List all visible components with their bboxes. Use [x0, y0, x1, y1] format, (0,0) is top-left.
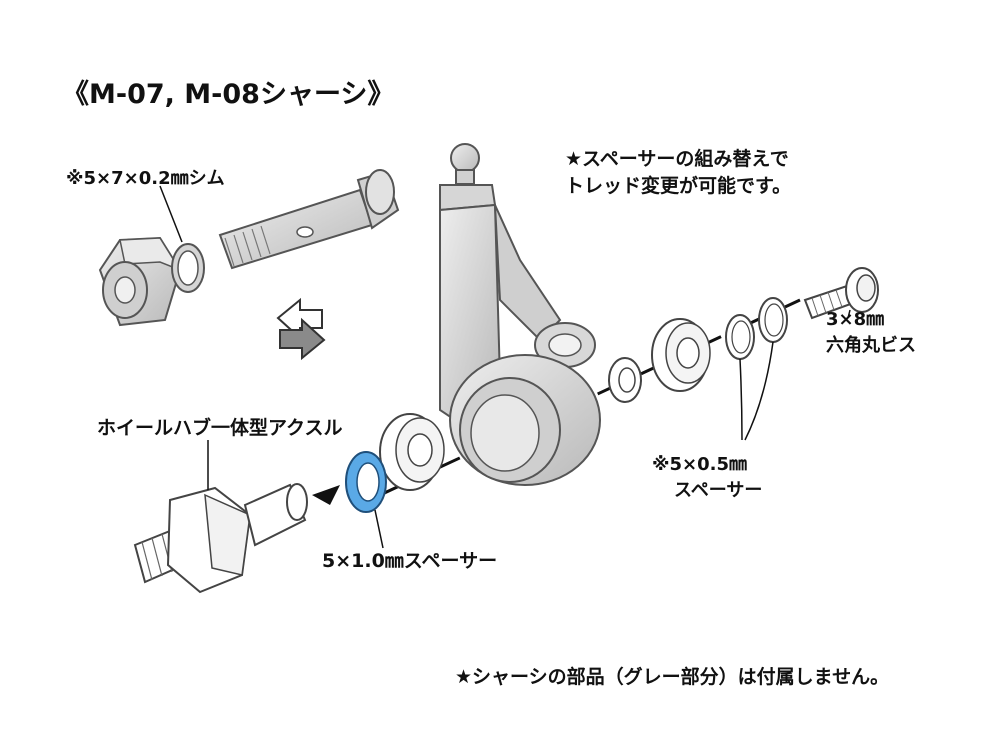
tread-note: ★スペーサーの組み替えで トレッド変更が可能です。 [565, 146, 855, 200]
blue-spacer-1mm [345, 451, 387, 513]
gray-axle [218, 169, 400, 270]
tread-note-line1: ★スペーサーの組み替えで [565, 148, 789, 170]
page-title: 《M-07, M-08シャーシ》 [62, 79, 395, 110]
spacer-05-leader-lines [739, 341, 774, 441]
swap-arrows-icon [276, 297, 326, 361]
screw-label-line2: 六角丸ビス [826, 335, 916, 356]
bearing-right [651, 318, 711, 392]
small-spacer [608, 357, 642, 403]
spacer-05-label: ※5×0.5㎜ スペーサー [652, 452, 812, 504]
screw-leader-line [847, 309, 851, 319]
bearing-left [379, 413, 445, 491]
spacer-05-line1: ※5×0.5㎜ [652, 454, 747, 475]
tread-note-line2: トレッド変更が可能です。 [565, 175, 792, 197]
spacer-05-pair [725, 297, 788, 360]
spacer-10-label: 5×1.0㎜スペーサー [322, 550, 498, 572]
parts-note: ★シャーシの部品（グレー部分）は付属しません。 [455, 666, 890, 688]
insert-arrow [312, 485, 340, 505]
wheel-hub-axle [133, 483, 308, 594]
shim-label: ※5×7×0.2㎜シム [66, 168, 225, 189]
hex-nut [98, 236, 182, 327]
spacer-05-line2: スペーサー [674, 480, 763, 501]
hub-axle-label: ホイールハブ一体型アクスル [97, 417, 343, 439]
shim-ring [171, 243, 205, 293]
steering-knuckle [439, 143, 601, 486]
hex-screw [803, 267, 879, 320]
screw-label: 3×8㎜ 六角丸ビス [826, 307, 966, 359]
screw-label-line1: 3×8㎜ [826, 309, 885, 330]
spacer-10-leader-line [374, 509, 384, 549]
shim-leader-line [159, 185, 183, 243]
